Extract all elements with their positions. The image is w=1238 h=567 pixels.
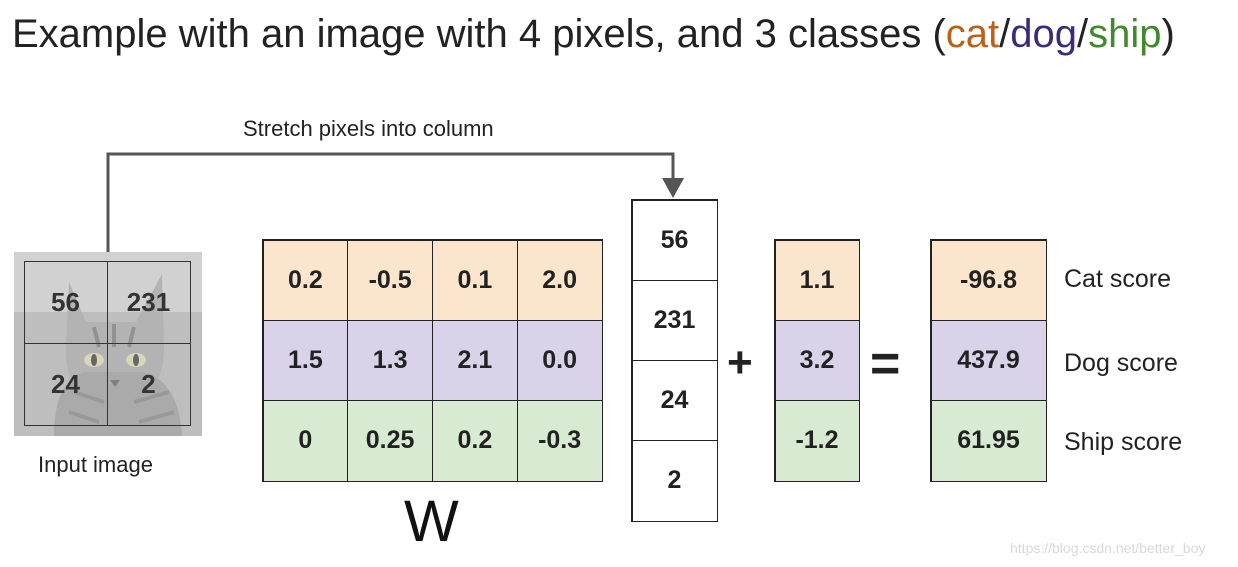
bias-cell: 1.1 <box>774 239 860 321</box>
weight-cell: 0.1 <box>432 239 518 321</box>
weight-cell: 0.25 <box>347 400 433 482</box>
pixel-value: 2 <box>106 342 191 426</box>
input-image: 56 231 24 2 <box>14 252 202 436</box>
weight-matrix-label: W <box>404 489 459 554</box>
title-separator: / <box>999 12 1011 56</box>
title-separator: / <box>1077 12 1089 56</box>
equals-sign: = <box>870 335 901 393</box>
scores-column: -96.8 437.9 61.95 <box>930 239 1047 482</box>
weight-cell: 1.5 <box>262 319 349 402</box>
weight-cell: 0.0 <box>516 319 603 402</box>
cat-score-label: Cat score <box>1064 265 1171 293</box>
stretch-label: Stretch pixels into column <box>243 116 494 141</box>
pixel-column-cell: 2 <box>631 440 718 522</box>
pixel-column: 56 231 24 2 <box>631 199 718 522</box>
weight-cell: 0.2 <box>432 400 518 482</box>
weight-cell: 1.3 <box>347 319 433 402</box>
weight-cell: -0.3 <box>516 400 603 482</box>
title-suffix: ) <box>1161 12 1175 56</box>
bias-column: 1.1 3.2 -1.2 <box>774 239 860 482</box>
weight-cell: 2.1 <box>432 319 518 402</box>
plus-sign: + <box>727 338 753 387</box>
weight-cell: -0.5 <box>347 239 433 321</box>
bias-cell: -1.2 <box>774 400 860 482</box>
score-cell: 437.9 <box>930 319 1047 402</box>
cat-photo <box>14 252 202 436</box>
input-image-label: Input image <box>38 452 153 477</box>
weight-cell: 2.0 <box>516 239 603 321</box>
ship-score-label: Ship score <box>1064 428 1183 456</box>
title-cat-word: cat <box>945 12 1000 56</box>
pixel-grid: 56 231 24 2 <box>23 260 191 426</box>
dog-score-label: Dog score <box>1064 349 1178 377</box>
weight-cell: 0 <box>262 400 349 482</box>
title-ship-word: ship <box>1088 12 1162 56</box>
pixel-value: 56 <box>23 260 108 344</box>
title-prefix: Example with an image with 4 pixels, and… <box>12 12 946 56</box>
score-cell: -96.8 <box>930 239 1047 321</box>
weight-matrix: 0.2 -0.5 0.1 2.0 1.5 1.3 2.1 0.0 0 0.25 … <box>262 239 603 482</box>
pixel-column-cell: 56 <box>631 199 718 281</box>
pixel-column-cell: 24 <box>631 360 718 442</box>
bias-cell: 3.2 <box>774 319 860 402</box>
pixel-value: 231 <box>106 260 191 344</box>
page-title: Example with an image with 4 pixels, and… <box>12 12 1175 57</box>
title-dog-word: dog <box>1010 12 1078 56</box>
weight-cell: 0.2 <box>262 239 349 321</box>
score-cell: 61.95 <box>930 400 1047 482</box>
pixel-column-cell: 231 <box>631 279 718 361</box>
watermark: https://blog.csdn.net/better_boy <box>1010 540 1206 556</box>
pixel-value: 24 <box>23 342 108 426</box>
